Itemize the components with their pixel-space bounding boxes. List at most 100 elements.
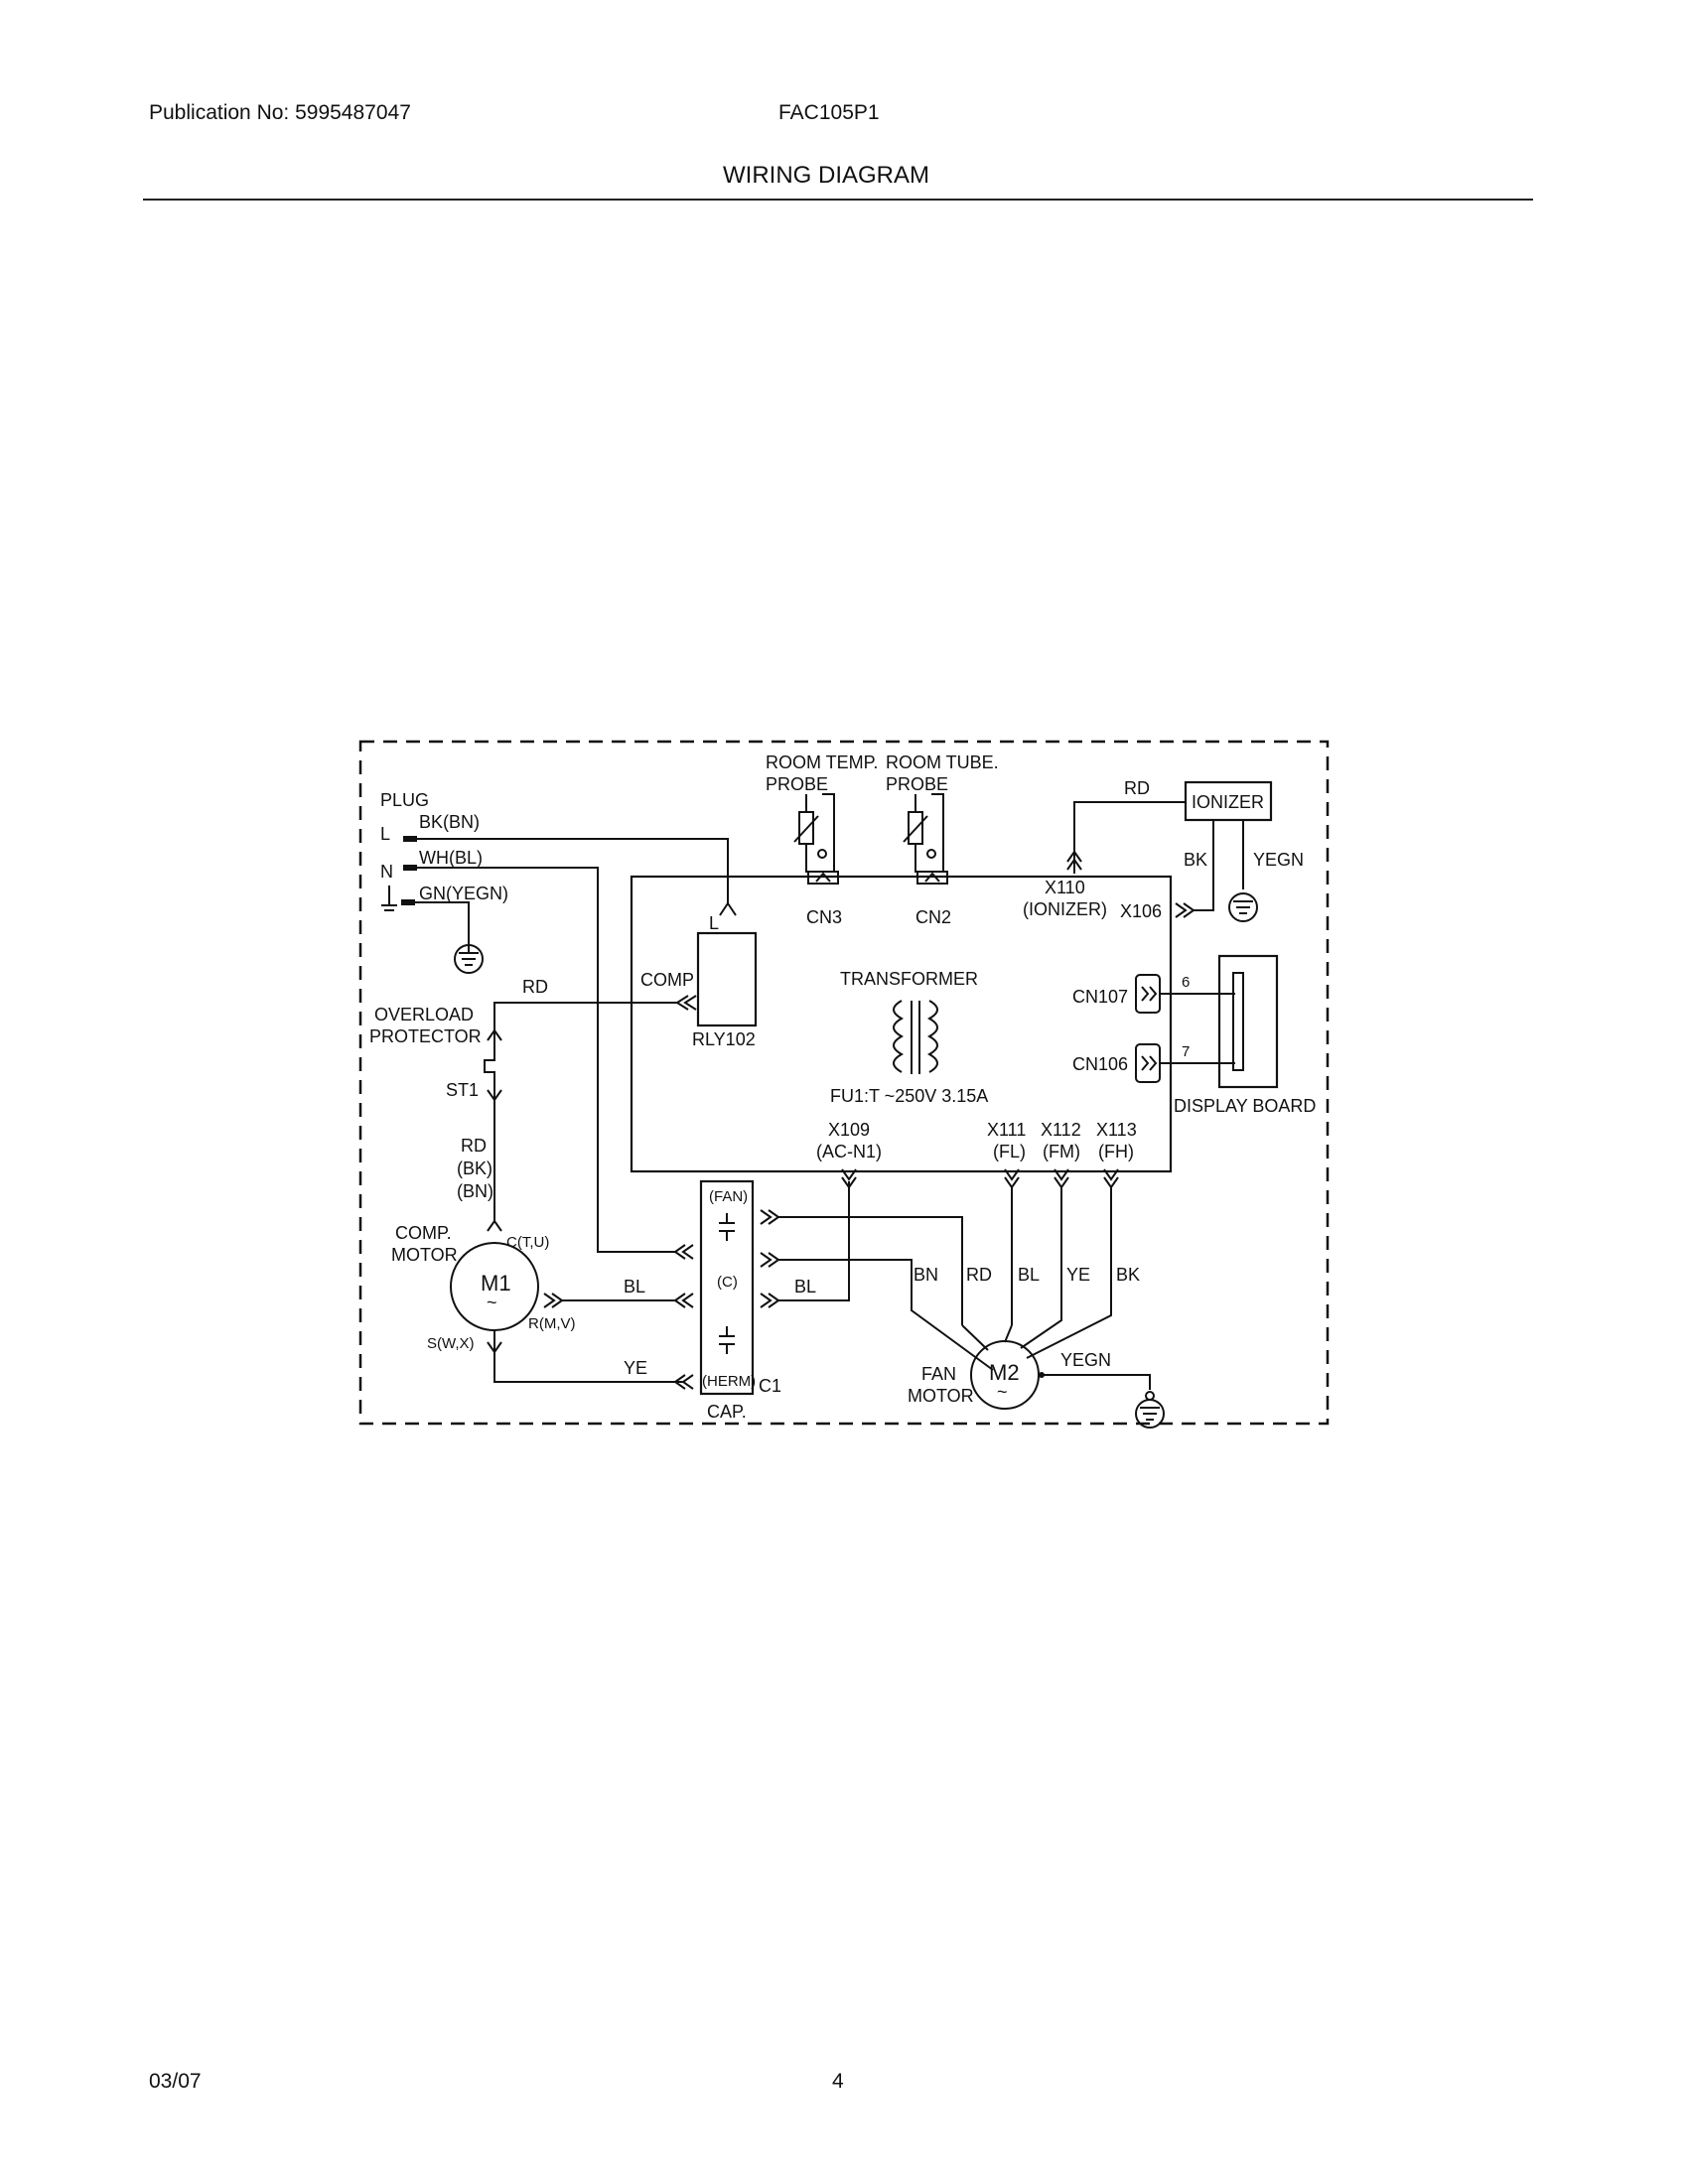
cn107-arrow-1: [1141, 986, 1150, 1002]
x112-sub-label: (FM): [1043, 1142, 1080, 1161]
wire-ground: [415, 901, 470, 928]
publication-number: Publication No: 5995487047: [149, 101, 411, 124]
overload-arrow-top: [487, 1028, 502, 1041]
m2-tilde: ~: [997, 1382, 1008, 1402]
cn106-label: CN106: [1072, 1054, 1128, 1074]
comp-motor-label-2: MOTOR: [391, 1245, 458, 1265]
fan-ground-icon: [1135, 1391, 1165, 1429]
wire-line-l: [417, 838, 729, 905]
x110-label: X110: [1045, 878, 1085, 897]
wire-wh-bl-label: WH(BL): [419, 848, 483, 868]
rd-ionizer-label: RD: [1124, 778, 1150, 798]
x109-arrow-2: [841, 1176, 857, 1189]
plug-label: PLUG: [380, 790, 429, 810]
wire-ye-herm: [493, 1330, 685, 1383]
capacitor-c1: [699, 1179, 755, 1396]
wire-gn-yegn-label: GN(YEGN): [419, 884, 508, 903]
ctu-arrow: [487, 1219, 502, 1232]
x111-label: X111: [987, 1120, 1026, 1140]
wire-cap-x109: [778, 1181, 850, 1301]
m1-label: M1: [481, 1271, 511, 1296]
pin7-label: 7: [1182, 1043, 1190, 1060]
overload-switch: [484, 1032, 495, 1100]
fan-motor-label-1: FAN: [921, 1364, 956, 1384]
fan-wire-ye-label: YE: [1066, 1265, 1090, 1285]
cn107-arrow-2: [1149, 986, 1158, 1002]
l-terminal-arrow: [719, 901, 737, 916]
rmv-arrow-1: [543, 1293, 556, 1308]
cap-fan-label: (FAN): [709, 1188, 748, 1205]
room-temp-probe-label-1: ROOM TEMP.: [766, 752, 878, 772]
x110-arrow-1: [1066, 850, 1082, 863]
x112-label: X112: [1041, 1120, 1081, 1140]
display-board-label: DISPLAY BOARD: [1174, 1096, 1316, 1116]
control-board: [630, 875, 1173, 1173]
x109-sub-label: (AC-N1): [816, 1142, 882, 1161]
room-tube-probe-label-1: ROOM TUBE.: [886, 752, 999, 772]
x111-sub-label: (FL): [993, 1142, 1026, 1161]
ctu-label: C(T,U): [506, 1234, 549, 1251]
x113-label: X113: [1096, 1120, 1137, 1140]
overload-label-2: PROTECTOR: [369, 1026, 482, 1046]
ground-icon: [454, 928, 484, 974]
l-terminal-label: L: [709, 913, 719, 933]
footer-date: 03/07: [149, 2070, 202, 2093]
comp-arrow-2: [683, 995, 697, 1011]
wire-fan-cap-rd: [778, 1216, 963, 1325]
enclosure-outline: [358, 740, 1330, 1426]
cap-c-label: (C): [717, 1274, 738, 1291]
cn107-label: CN107: [1072, 987, 1128, 1007]
x109-label: X109: [828, 1120, 870, 1140]
x110-arrow-2: [1066, 858, 1082, 871]
cn106-arrow-2: [1149, 1055, 1158, 1071]
rmv-label: R(M,V): [528, 1315, 576, 1332]
bl-x109-label: BL: [794, 1277, 816, 1297]
model-number: FAC105P1: [778, 101, 880, 124]
fan-wire-bl-label: BL: [1018, 1265, 1040, 1285]
fan-wire-bk-label: BK: [1116, 1265, 1140, 1285]
st1-label: ST1: [446, 1080, 479, 1100]
cap-left-arrows: [673, 1244, 694, 1390]
cap-right-arrows: [760, 1209, 780, 1308]
cap-herm-label: (HERM): [702, 1373, 756, 1390]
capacitor-icon-fan: [719, 1213, 735, 1241]
plug-ground-icon: [381, 886, 397, 911]
yegn-ionizer-label: YEGN: [1253, 850, 1304, 870]
plug-pins: [401, 836, 417, 905]
bl-run-label: BL: [624, 1277, 645, 1297]
wire-fh-bk: [1026, 1187, 1112, 1359]
ionizer-ground-icon: [1228, 892, 1258, 922]
x106-arrow-1: [1175, 902, 1188, 918]
page-title: WIRING DIAGRAM: [723, 162, 929, 189]
wire-bl-motor: [1004, 1324, 1013, 1343]
pin6-label: 6: [1182, 974, 1190, 991]
room-tube-probe-label-2: PROBE: [886, 774, 948, 794]
wire-neutral: [417, 867, 675, 1253]
ye-label: YE: [624, 1358, 647, 1378]
fan-wire-bn-label: BN: [914, 1265, 938, 1285]
bk-ionizer-label: BK: [1184, 850, 1207, 870]
fan-motor-label-2: MOTOR: [908, 1386, 974, 1406]
x106-label: X106: [1120, 901, 1162, 921]
x110-sub-label: (IONIZER): [1023, 899, 1107, 919]
rd-label: RD: [461, 1136, 487, 1156]
cn2-label: CN2: [915, 907, 951, 927]
m2-label: M2: [989, 1360, 1020, 1385]
bk-label: (BK): [457, 1159, 492, 1178]
cn106-arrow-1: [1141, 1055, 1150, 1071]
swx-label: S(W,X): [427, 1335, 475, 1352]
fuse-label: FU1:T ~250V 3.15A: [830, 1086, 988, 1106]
relay-label: RLY102: [692, 1029, 756, 1049]
room-tube-probe-icon: [903, 793, 948, 885]
capacitor-icon-herm: [719, 1326, 735, 1354]
line-n-label: N: [380, 862, 393, 882]
wire-fm-ye: [1020, 1187, 1062, 1349]
room-temp-probe-icon: [793, 793, 839, 885]
page-number: 4: [832, 2070, 844, 2093]
yegn-fan-label: YEGN: [1060, 1350, 1111, 1370]
wire-ionizer-rd: [1073, 801, 1186, 874]
x109-arrow-1: [841, 1168, 857, 1181]
transformer-icon: [893, 1000, 938, 1074]
ionizer-label: IONIZER: [1192, 792, 1264, 812]
